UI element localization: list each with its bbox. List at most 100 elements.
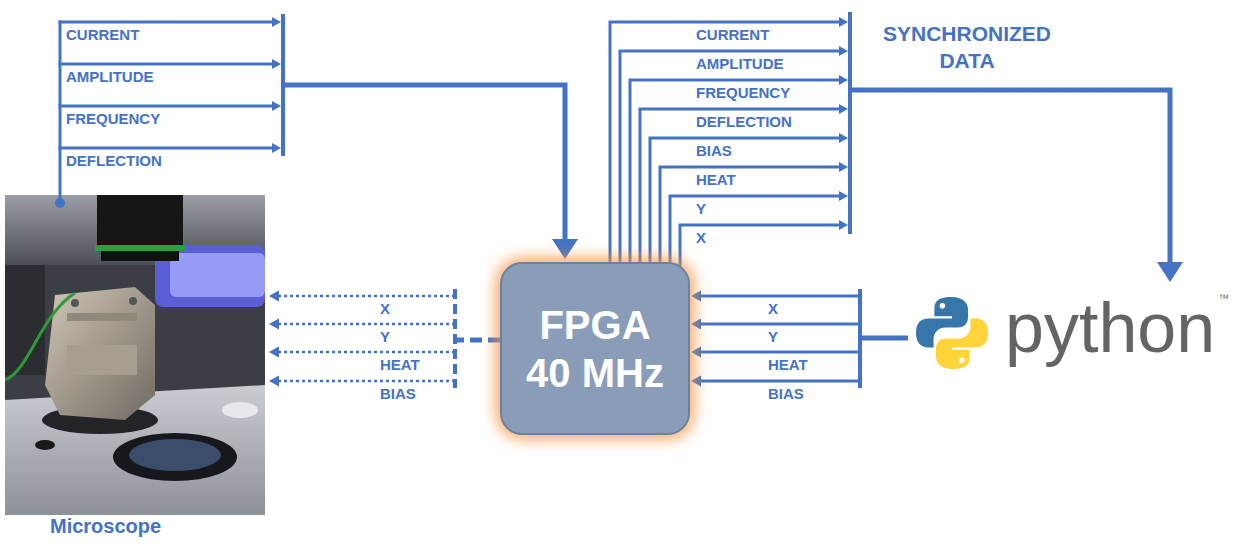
sample-disk [113, 433, 237, 481]
microscope-photo [5, 195, 265, 515]
signal-line [660, 167, 841, 270]
signal-line [700, 351, 858, 354]
signal-line [848, 12, 852, 234]
signal-line [453, 289, 457, 388]
signal-name: X [768, 300, 778, 317]
signal-name: BIAS [696, 142, 732, 159]
edge-label: SYNCHRONIZED DATA [872, 20, 1062, 74]
signal-line [59, 105, 274, 108]
arrow-head [839, 133, 848, 143]
arrow-head [839, 220, 848, 230]
blue-glow-core [170, 253, 265, 297]
bus-connector [55, 14, 578, 259]
arrow-head [269, 347, 279, 358]
arrow-head [691, 347, 701, 358]
signal-name: AMPLITUDE [696, 55, 784, 72]
trademark-sign: ™ [1218, 292, 1229, 304]
logo-eye [940, 303, 946, 309]
arrow-head [839, 46, 848, 56]
signal-name: Y [768, 328, 778, 345]
arrow-head [552, 239, 578, 259]
arrow-head [272, 143, 281, 153]
signal-name: FREQUENCY [66, 110, 160, 127]
signal-line [59, 21, 62, 204]
node-text: python [1005, 288, 1215, 368]
signal-name: BIAS [768, 385, 804, 402]
arrow-head [272, 101, 281, 111]
signal-name: X [696, 229, 706, 246]
signal-line [285, 85, 565, 242]
arrow-head [839, 191, 848, 201]
bus-connector [269, 289, 500, 388]
signal-line [700, 380, 858, 383]
signal-line [610, 22, 841, 270]
sample-surface [129, 439, 221, 471]
signal-line [858, 289, 862, 388]
signal-line [620, 51, 841, 270]
arrow-head [269, 291, 279, 302]
signal-line [700, 295, 858, 298]
signal-line [279, 295, 455, 298]
signal-name: AMPLITUDE [66, 68, 154, 85]
arrow-head [272, 17, 281, 27]
microscope-node: Microscope [5, 195, 265, 540]
signal-line [650, 138, 841, 270]
signal-name: CURRENT [696, 26, 769, 43]
screw [129, 297, 137, 305]
arrow-head [839, 17, 848, 27]
arrow-head [839, 162, 848, 172]
arrow-head [691, 291, 701, 302]
signal-line [640, 109, 841, 270]
signal-line [279, 380, 455, 383]
node-text: FPGA 40 MHz [520, 301, 670, 397]
signal-name: HEAT [380, 356, 420, 373]
signal-name: FREQUENCY [696, 84, 790, 101]
arrow-head [272, 59, 281, 69]
signal-name: DEFLECTION [696, 113, 792, 130]
signal-line [670, 196, 841, 270]
signal-name: Y [380, 328, 390, 345]
lens-ring [95, 245, 185, 251]
signal-name: Y [696, 200, 706, 217]
fpga-box: FPGA 40 MHz [500, 262, 690, 435]
signal-line [680, 225, 841, 270]
screw [71, 299, 79, 307]
logo-yellow [936, 319, 988, 369]
signal-name: BIAS [380, 385, 416, 402]
signal-name: CURRENT [66, 26, 139, 43]
signal-name: X [380, 300, 390, 317]
arrow-head [269, 376, 279, 387]
logo-eye [959, 357, 965, 363]
arrow-head [691, 319, 701, 330]
signal-line [630, 80, 841, 270]
arrow-head [839, 104, 848, 114]
head-detail [67, 313, 137, 321]
signal-name: DEFLECTION [66, 152, 162, 169]
tap-dot [55, 198, 65, 208]
arrow-head [1157, 262, 1183, 282]
bus-connector [610, 12, 1183, 282]
signal-line [852, 90, 1170, 264]
photo-ground [5, 195, 265, 515]
afm-head [45, 287, 155, 420]
stage-part [222, 402, 258, 418]
bus-connector [691, 289, 908, 388]
head-detail [67, 345, 137, 375]
stage-hole [35, 440, 55, 450]
python-logo [912, 293, 992, 373]
objective-lens [97, 195, 183, 247]
signal-line [700, 323, 858, 326]
signal-line [279, 323, 455, 326]
signal-line [59, 147, 274, 150]
python-node: python™ [908, 284, 1231, 374]
signal-name: HEAT [768, 356, 808, 373]
signal-line [59, 21, 274, 24]
signal-line [279, 351, 455, 354]
lens-tip [101, 251, 179, 261]
node-text: Microscope [50, 514, 161, 538]
wire [5, 293, 75, 380]
signal-line [862, 336, 908, 341]
signal-line [281, 14, 285, 156]
signal-line [457, 338, 500, 343]
